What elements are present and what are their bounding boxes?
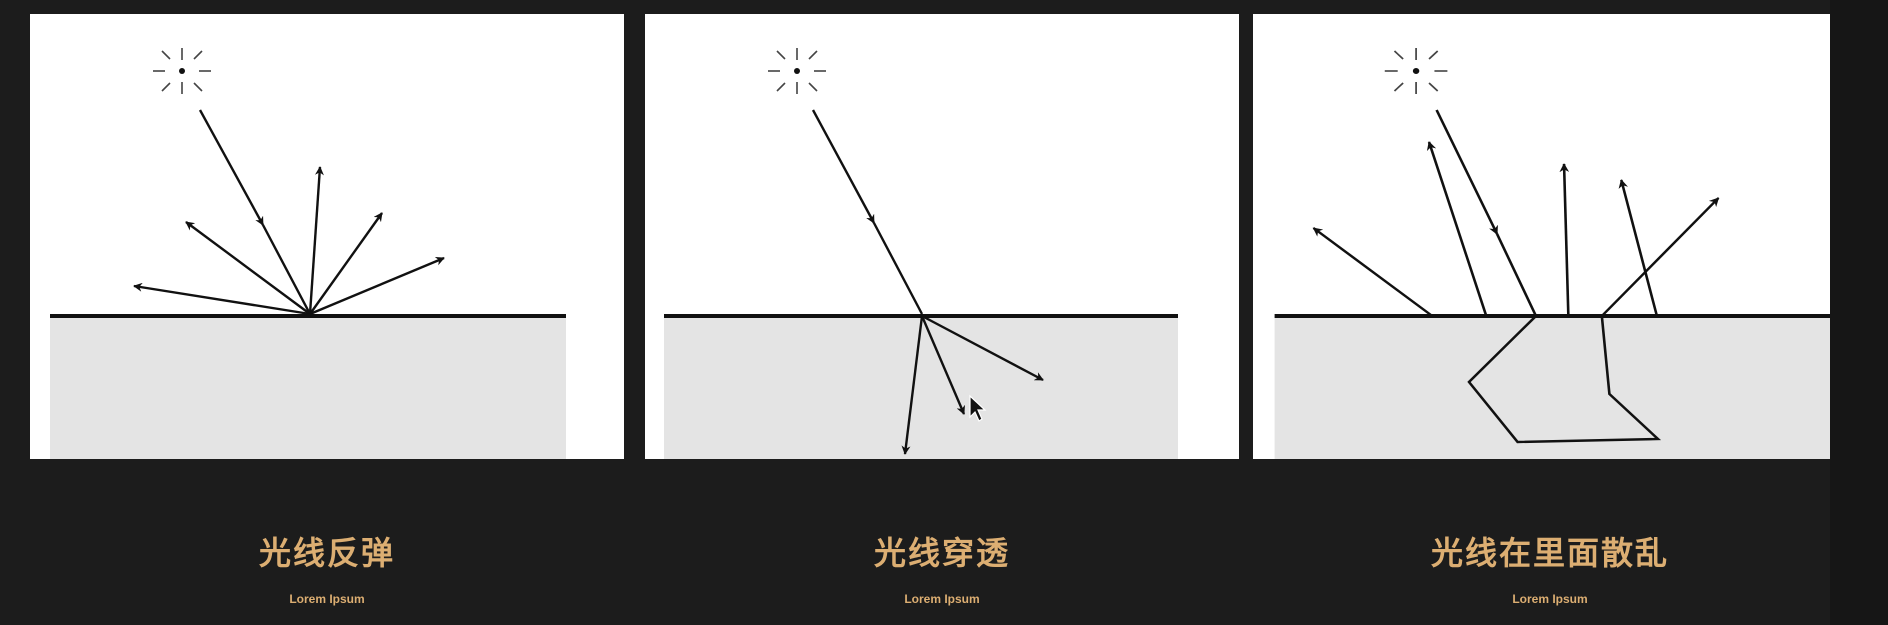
transmitted-ray bbox=[921, 314, 1044, 382]
incoming-ray bbox=[811, 109, 876, 224]
scatter-path bbox=[1467, 315, 1662, 444]
incoming-ray bbox=[1435, 109, 1499, 235]
mouse-cursor-icon bbox=[969, 394, 987, 422]
diagram-panel-bounce bbox=[30, 14, 624, 459]
right-edge-strip bbox=[1830, 0, 1888, 625]
scattering-diagram bbox=[1274, 48, 1832, 459]
exit-ray bbox=[1600, 197, 1720, 317]
caption-title-transmission: 光线穿透 bbox=[873, 534, 1010, 572]
exit-ray bbox=[1426, 141, 1488, 317]
caption-subtitle-transmission: Lorem Ipsum bbox=[904, 592, 980, 606]
caption-subtitle-scattering: Lorem Ipsum bbox=[1512, 592, 1588, 606]
caption-title-scattering: 光线在里面散乱 bbox=[1430, 534, 1669, 572]
transmitted-ray bbox=[901, 315, 924, 455]
caption-subtitle-bounce: Lorem Ipsum bbox=[289, 592, 365, 606]
material-block bbox=[1274, 316, 1832, 459]
bounce-diagram bbox=[50, 48, 566, 459]
incoming-ray-continued bbox=[1495, 233, 1538, 317]
exit-ray bbox=[1618, 179, 1659, 317]
reflected-ray bbox=[185, 221, 311, 315]
reflected-ray bbox=[308, 166, 324, 315]
reflected-ray bbox=[133, 282, 311, 316]
diagram-panel-transmission bbox=[645, 14, 1239, 459]
sun-icon bbox=[768, 48, 826, 94]
diagram-panel-scattering bbox=[1253, 14, 1847, 459]
reflected-ray bbox=[309, 212, 383, 315]
material-block bbox=[664, 316, 1178, 459]
sun-icon bbox=[1384, 48, 1448, 94]
reflected-ray bbox=[309, 256, 445, 316]
material-block bbox=[50, 316, 566, 459]
incoming-ray-continued bbox=[872, 222, 924, 315]
sun-icon bbox=[153, 48, 211, 94]
exit-ray bbox=[1312, 227, 1434, 317]
caption-title-bounce: 光线反弹 bbox=[258, 534, 395, 572]
incoming-ray-continued bbox=[261, 224, 312, 315]
incoming-ray bbox=[198, 109, 265, 226]
transmitted-ray bbox=[920, 315, 966, 415]
exit-ray bbox=[1559, 163, 1570, 317]
transmission-diagram bbox=[664, 48, 1178, 459]
